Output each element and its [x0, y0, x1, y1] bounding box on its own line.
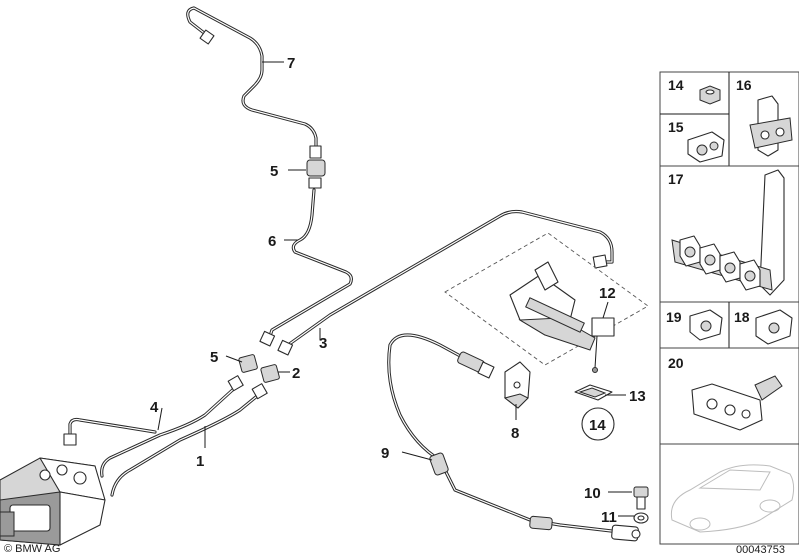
- panel-label-17: 17: [668, 171, 684, 187]
- bracket-assembly-12: [509, 261, 615, 373]
- clip-20: [691, 375, 783, 431]
- callout-10: 10: [584, 485, 601, 502]
- brake-pipe-7-upper: [186, 6, 322, 159]
- mounting-outline: [444, 232, 649, 366]
- connector-2: [260, 364, 280, 383]
- diagram-number: 00043753: [736, 544, 785, 556]
- clip-16: [749, 95, 793, 157]
- brake-pipe-6: [259, 188, 353, 347]
- callout-14-circle: [581, 407, 615, 441]
- connector-5-lower: [238, 354, 258, 373]
- clip-13: [574, 384, 613, 401]
- connector-5-upper: [306, 159, 326, 189]
- clip-18: [755, 309, 793, 345]
- callout-14: 14: [589, 417, 606, 434]
- bracket-8: [503, 361, 531, 409]
- callout-1: 1: [196, 453, 204, 470]
- washer-11: [633, 512, 649, 524]
- panel-label-20: 20: [668, 355, 684, 371]
- callouts: 7 5 6 3 5 2 4 1 9 8 12 13 14 10 11: [150, 55, 646, 526]
- clip-15: [687, 131, 725, 163]
- panel-label-19: 19: [666, 309, 682, 325]
- callout-13: 13: [629, 388, 646, 405]
- callout-6: 6: [268, 233, 276, 250]
- side-panel: 14 15 16 17: [659, 71, 799, 545]
- brake-pipe-1-and-4: [63, 375, 268, 497]
- car-silhouette: [670, 464, 795, 533]
- callout-9: 9: [381, 445, 389, 462]
- callout-8: 8: [511, 425, 519, 442]
- callout-12: 12: [599, 285, 616, 302]
- clip-19: [689, 309, 723, 341]
- banjo-bolt-10: [633, 486, 649, 510]
- brake-hose-9: [387, 333, 641, 542]
- callout-3: 3: [319, 335, 327, 352]
- callout-5-upper: 5: [270, 163, 278, 180]
- panel-label-15: 15: [668, 119, 684, 135]
- callout-2: 2: [292, 365, 300, 382]
- copyright-text: © BMW AG: [4, 543, 60, 555]
- panel-label-16: 16: [736, 77, 752, 93]
- callout-11: 11: [601, 509, 617, 526]
- clip-strip-17: [671, 169, 785, 296]
- panel-label-14: 14: [668, 77, 684, 93]
- nut-14: [699, 85, 721, 105]
- abs-hydraulic-unit: [0, 457, 106, 546]
- callout-5-lower: 5: [210, 349, 218, 366]
- callout-4: 4: [150, 399, 159, 416]
- panel-label-18: 18: [734, 309, 750, 325]
- callout-7: 7: [287, 55, 295, 72]
- brake-pipe-3: [277, 209, 614, 356]
